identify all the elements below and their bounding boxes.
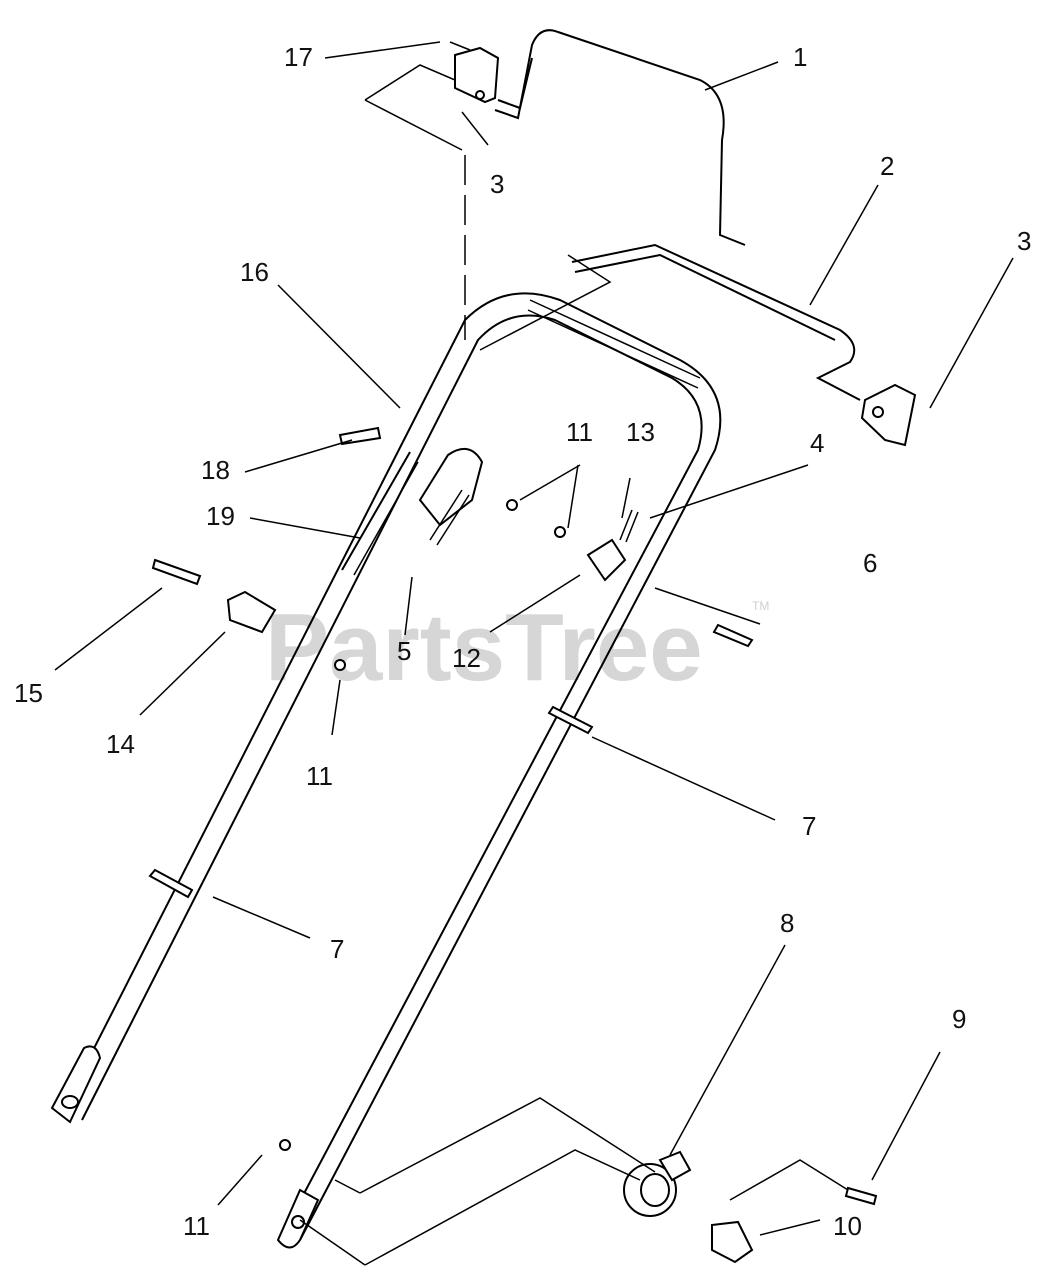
callout-17: 17 xyxy=(284,42,313,72)
callout-8: 8 xyxy=(780,908,794,938)
callout-11-bottom: 11 xyxy=(183,1211,210,1241)
callout-12: 12 xyxy=(452,643,481,673)
callout-9: 9 xyxy=(952,1004,966,1034)
switch-assembly xyxy=(586,509,639,582)
callout-1: 1 xyxy=(793,42,807,72)
bolt-6 xyxy=(712,623,754,648)
nut-11d xyxy=(279,1139,291,1151)
leader-lines xyxy=(54,41,1014,1236)
callout-4: 4 xyxy=(810,428,824,458)
callout-16: 16 xyxy=(240,257,269,287)
knob-10 xyxy=(711,1220,754,1264)
callout-2: 2 xyxy=(880,151,894,181)
callout-5: 5 xyxy=(397,636,411,666)
bolt-17 xyxy=(449,41,471,51)
bail-bracket-top xyxy=(454,46,500,104)
knob-14 xyxy=(226,590,277,634)
bail-upper xyxy=(494,29,746,246)
nut-11c xyxy=(334,659,346,671)
cable xyxy=(341,451,411,571)
callout-18: 18 xyxy=(201,455,230,485)
bolt-9 xyxy=(844,1186,878,1206)
nut-11b xyxy=(554,526,566,538)
control-housing xyxy=(418,447,484,546)
bail-lower xyxy=(571,243,861,401)
callout-3-right: 3 xyxy=(1017,226,1031,256)
callout-13: 13 xyxy=(626,417,655,447)
bail-bracket-right xyxy=(860,383,917,447)
callout-11-top: 11 xyxy=(566,417,593,447)
main-handle xyxy=(50,292,722,1249)
callout-14: 14 xyxy=(106,729,135,759)
callout-6: 6 xyxy=(863,548,877,578)
callout-11-mid: 11 xyxy=(306,761,333,791)
watermark-text: PartsTree xyxy=(265,594,703,701)
height-adjuster xyxy=(623,1150,692,1217)
handle-spacer-left xyxy=(148,868,194,899)
callout-15: 15 xyxy=(14,678,43,708)
callout-7-left: 7 xyxy=(330,934,344,964)
bolt-15 xyxy=(151,558,202,586)
watermark-trademark: TM xyxy=(752,599,769,613)
callout-7-right: 7 xyxy=(802,811,816,841)
handle-spacer-right xyxy=(547,705,594,735)
callout-3-top: 3 xyxy=(490,169,504,199)
nut-11a xyxy=(506,499,518,511)
callout-19: 19 xyxy=(206,501,235,531)
callout-10: 10 xyxy=(833,1211,862,1241)
